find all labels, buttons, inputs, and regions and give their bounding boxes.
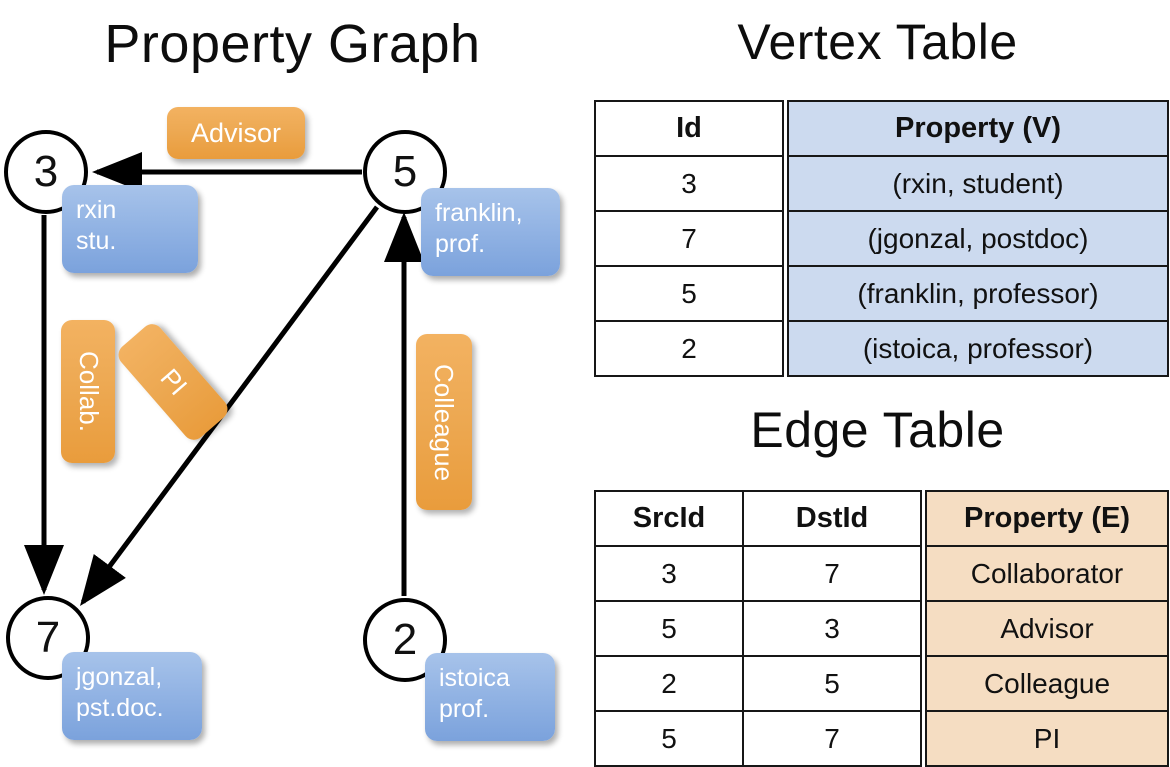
edge-table-col-header-srcid: SrcId [594,490,744,547]
vertex-cell-id: 2 [594,320,784,377]
edge-cell-srcid: 3 [594,545,744,602]
table-row: 5 3 Advisor [594,600,1169,657]
vertex-cell-property: (istoica, professor) [787,320,1169,377]
edge-label-text-pi: PI [153,362,193,401]
node-property-box-3: rxin stu. [62,185,198,273]
vertex-table-column-gap [783,101,788,156]
node-property-box-2: istoica prof. [425,653,555,741]
edge-cell-srcid: 2 [594,655,744,712]
edge-cell-dstid: 7 [742,545,922,602]
edge-cell-property: PI [925,710,1169,767]
edge-cell-srcid: 5 [594,710,744,767]
property-graph-diagram: 3 5 7 2 rxin stu. franklin, prof. jgonza… [0,0,585,760]
graph-node-7-label: 7 [35,613,61,662]
page-title-vertex-table: Vertex Table [737,14,1018,70]
edge-cell-dstid: 3 [742,600,922,657]
vertex-table-col-header-property: Property (V) [787,100,1169,157]
vertex-cell-property: (rxin, student) [787,155,1169,212]
edge-label-box-colleague: Colleague [416,334,472,510]
edge-cell-dstid: 5 [742,655,922,712]
vertex-table: Id Property (V) 3 (rxin, student) 7 (jgo… [594,100,1169,377]
graph-node-2[interactable]: 2 [363,598,447,682]
vertex-cell-property: (jgonzal, postdoc) [787,210,1169,267]
table-row: 3 7 Collaborator [594,545,1169,602]
table-row: 5 (franklin, professor) [594,265,1169,322]
vertex-table-column-gap [783,156,788,211]
edge-cell-property: Colleague [925,655,1169,712]
table-row: 2 (istoica, professor) [594,320,1169,377]
edge-line-5-to-7 [80,205,380,607]
edge-table-column-gap [921,656,926,711]
edge-label-box-advisor: Advisor [167,107,305,159]
vertex-cell-id: 3 [594,155,784,212]
edge-table-column-gap [921,601,926,656]
edge-label-text-collab: Collab. [73,351,104,432]
edge-label-box-collab: Collab. [61,320,115,463]
edge-table-column-gap [921,711,926,766]
edge-cell-dstid: 7 [742,710,922,767]
vertex-cell-id: 5 [594,265,784,322]
node-property-box-5: franklin, prof. [421,188,560,276]
edge-table: SrcId DstId Property (E) 3 7 Collaborato… [594,490,1169,767]
edge-table-column-gap [921,546,926,601]
vertex-cell-property: (franklin, professor) [787,265,1169,322]
node-property-box-7: jgonzal, pst.doc. [62,652,202,740]
edge-table-header-row: SrcId DstId Property (E) [594,490,1169,547]
edge-table-col-header-dstid: DstId [742,490,922,547]
page-title-edge-table: Edge Table [750,402,1005,458]
edge-table-col-header-property: Property (E) [925,490,1169,547]
graph-edge-lines [24,152,424,607]
table-row: 7 (jgonzal, postdoc) [594,210,1169,267]
vertex-table-column-gap [783,321,788,376]
table-row: 5 7 PI [594,710,1169,767]
edge-cell-srcid: 5 [594,600,744,657]
edge-label-text-advisor: Advisor [190,117,282,148]
edge-table-column-gap [921,491,926,546]
edge-cell-property: Advisor [925,600,1169,657]
page-title-property-graph: Property Graph [104,14,481,74]
table-row: 2 5 Colleague [594,655,1169,712]
graph-node-3-label: 3 [33,147,59,196]
table-row: 3 (rxin, student) [594,155,1169,212]
vertex-table-col-header-id: Id [594,100,784,157]
edge-cell-property: Collaborator [925,545,1169,602]
edge-label-text-colleague: Colleague [429,363,460,481]
vertex-table-header-row: Id Property (V) [594,100,1169,157]
vertex-table-column-gap [783,211,788,266]
graph-node-5-label: 5 [392,147,418,196]
vertex-table-column-gap [783,266,788,321]
graph-node-2-label: 2 [392,615,418,664]
vertex-cell-id: 7 [594,210,784,267]
